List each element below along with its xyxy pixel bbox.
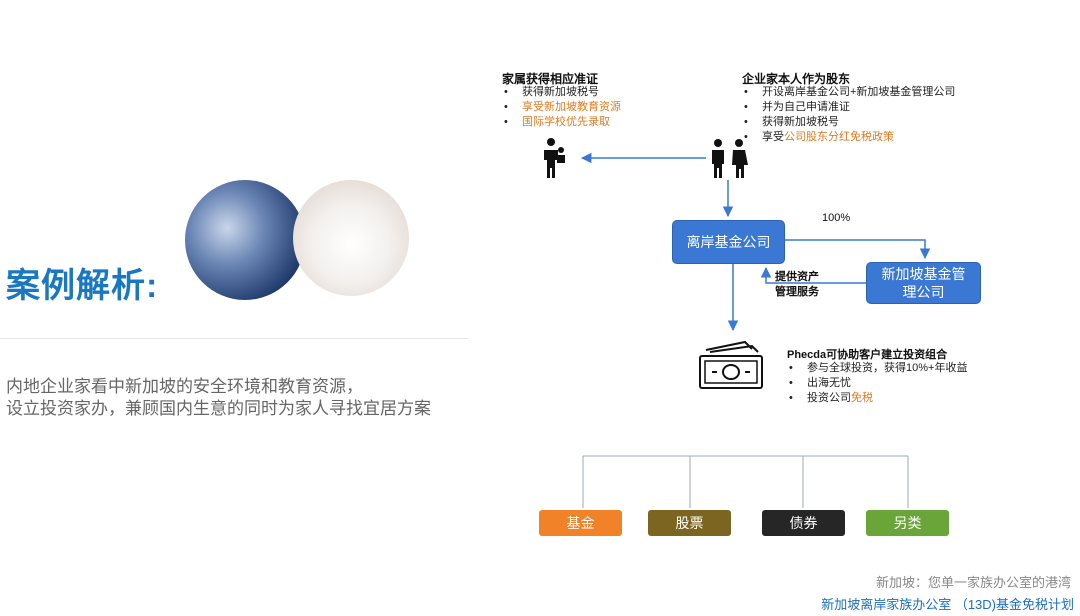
entrepreneur-item: 并为自己申请准证 (742, 100, 955, 115)
entrepreneur-last-highlight: 公司股东分红免税政策 (784, 131, 894, 143)
couple-icon (712, 139, 748, 178)
entrepreneur-title: 企业家本人作为股东 (742, 72, 851, 86)
sg-fund-management-box: 新加坡基金管理公司 (866, 262, 981, 304)
divider (0, 338, 468, 339)
phecda-title: Phecda可协助客户建立投资组合 (787, 349, 948, 361)
entrepreneur-last-prefix: 享受 (762, 131, 784, 143)
description-line-1: 内地企业家看中新加坡的安全环境和教育资源， (6, 377, 363, 396)
services-label: 提供资产 管理服务 (775, 270, 819, 300)
handshake-photo (185, 180, 305, 300)
page-title: 案例解析: (6, 267, 159, 305)
offshore-fund-box: 离岸基金公司 (672, 220, 785, 264)
category-stocks: 股票 (648, 510, 731, 536)
phecda-item-last: 投资公司免税 (787, 391, 967, 406)
services-line-2: 管理服务 (775, 286, 819, 298)
footer-subtitle: 新加坡离岸家族办公室 （13D)基金免税计划 (821, 597, 1074, 612)
entrepreneur-item: 获得新加坡税号 (742, 115, 955, 130)
chart-document-photo (293, 180, 409, 296)
family-item-highlight: 国际学校优先录取 (502, 115, 621, 130)
entrepreneur-list: 开设离岸基金公司+新加坡基金管理公司 并为自己申请准证 获得新加坡税号 享受公司… (742, 85, 955, 145)
family-icon (544, 138, 565, 178)
footer-tagline: 新加坡：您单一家族办公室的港湾 (875, 575, 1071, 590)
ownership-percent: 100% (822, 212, 851, 224)
money-icon (699, 340, 763, 389)
entrepreneur-item-last: 享受公司股东分红免税政策 (742, 130, 955, 145)
phecda-last-highlight: 免税 (851, 392, 873, 404)
phecda-item: 出海无忧 (787, 376, 967, 391)
entrepreneur-item: 开设离岸基金公司+新加坡基金管理公司 (742, 85, 955, 100)
description-line-2: 设立投资家办，兼顾国内生意的同时为家人寻找宜居方案 (6, 399, 431, 418)
phecda-list: 参与全球投资，获得10%+年收益 出海无忧 投资公司免税 (787, 361, 967, 406)
phecda-last-prefix: 投资公司 (807, 392, 851, 404)
family-item-highlight: 享受新加坡教育资源 (502, 100, 621, 115)
family-title: 家属获得相应准证 (502, 72, 599, 86)
category-bonds: 债券 (762, 510, 845, 536)
family-item: 获得新加坡税号 (502, 85, 621, 100)
phecda-item: 参与全球投资，获得10%+年收益 (787, 361, 967, 376)
category-alternatives: 另类 (866, 510, 949, 536)
category-fund: 基金 (539, 510, 622, 536)
services-line-1: 提供资产 (775, 271, 819, 283)
family-list: 获得新加坡税号 享受新加坡教育资源 国际学校优先录取 (502, 85, 621, 130)
